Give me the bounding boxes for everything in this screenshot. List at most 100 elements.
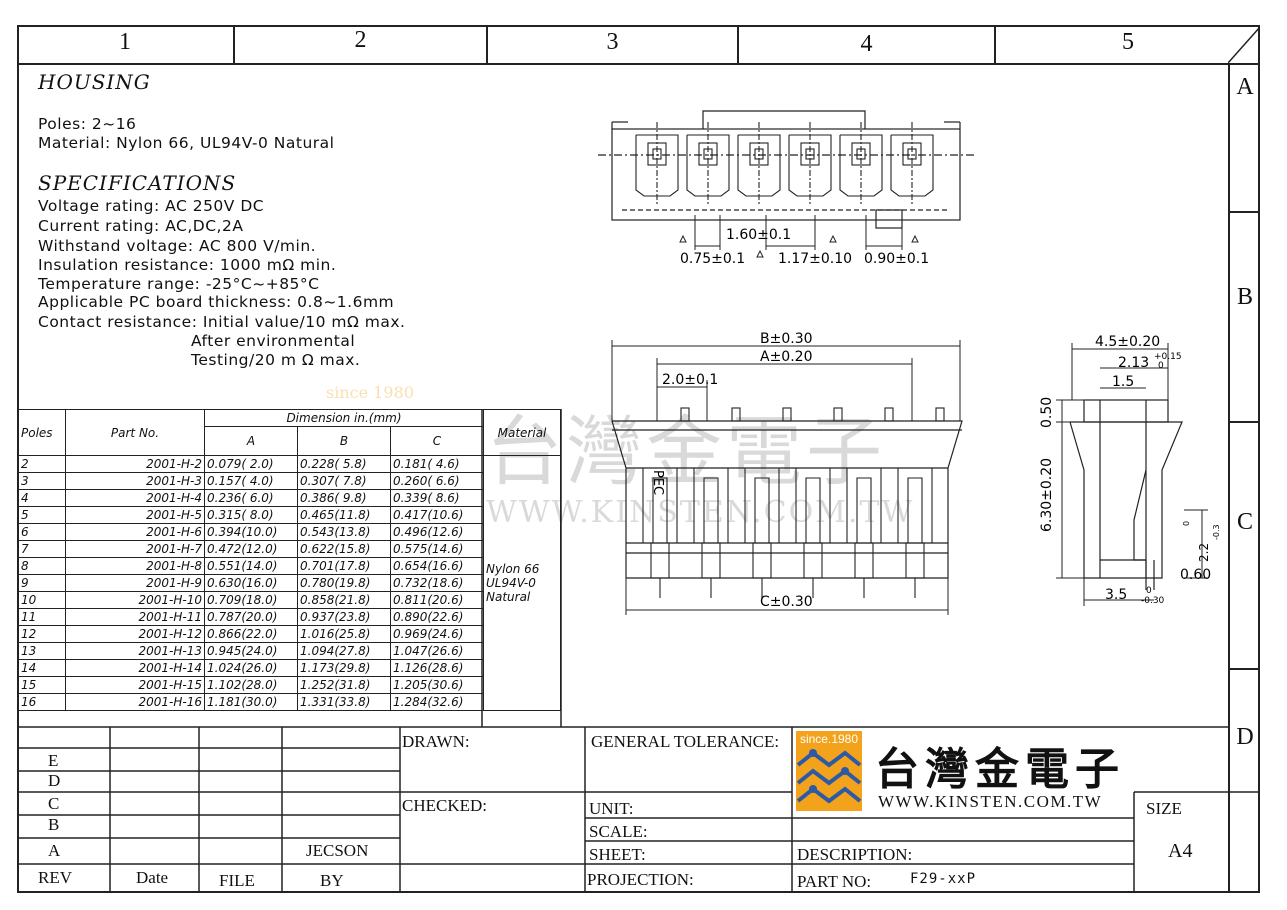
logo-emblem <box>796 747 862 811</box>
th-a: A <box>204 426 298 456</box>
zone-label-5: 5 <box>1122 29 1134 55</box>
table-cell: 0.228( 5.8) <box>297 455 391 473</box>
th-b: B <box>297 426 391 456</box>
zone-label-d: D <box>1236 724 1254 750</box>
table-cell: 0.858(21.8) <box>297 591 391 609</box>
label-description: DESCRIPTION: <box>797 845 913 864</box>
label-by: BY <box>320 871 344 890</box>
company-logo: since.1980 <box>796 731 862 811</box>
zone-label-b: B <box>1236 284 1253 310</box>
size-value: A4 <box>1168 840 1193 862</box>
table-cell: 0.181( 4.6) <box>390 455 484 473</box>
zone-label-a: A <box>1236 74 1254 100</box>
label-part-no: PART NO: <box>797 872 872 891</box>
logo-cn: 台灣金電子 <box>875 744 1125 795</box>
table-cell: 0.969(24.6) <box>390 625 484 643</box>
zone-divider <box>486 25 488 63</box>
th-part-no: Part No. <box>65 409 205 456</box>
label-size: SIZE <box>1146 799 1182 818</box>
table-cell: 2001-H-14 <box>65 659 205 677</box>
by-value: JECSON <box>306 841 369 860</box>
zone-divider <box>233 25 235 63</box>
table-cell: 0.945(24.0) <box>204 642 298 660</box>
specifications-heading: SPECIFICATIONS <box>38 171 237 195</box>
th-material: Material <box>483 409 561 456</box>
spec-after-env: After environmental <box>191 332 356 350</box>
zone-label-2: 2 <box>354 27 367 53</box>
watermark-since: since 1980 <box>326 383 414 402</box>
label-rev: REV <box>38 868 72 887</box>
label-unit: UNIT: <box>589 799 634 818</box>
zone-label-3: 3 <box>606 29 619 55</box>
table-cell: 2001-H-7 <box>65 540 205 558</box>
rev-letter-d: D <box>48 771 61 790</box>
table-cell: 1.126(28.6) <box>390 659 484 677</box>
th-poles: Poles <box>18 409 66 456</box>
rev-letter-e: E <box>48 751 59 770</box>
inner-border-top <box>17 63 1260 65</box>
zone-label-4: 4 <box>860 31 873 57</box>
label-scale: SCALE: <box>589 822 648 841</box>
spec-contact-resistance: Contact resistance: Initial value/10 mΩ … <box>38 313 406 331</box>
table-cell: 16 <box>18 693 66 711</box>
housing-heading: HOUSING <box>38 70 151 94</box>
zone-divider <box>994 25 996 63</box>
housing-material: Material: Nylon 66, UL94V-0 Natural <box>38 134 335 152</box>
spec-withstand: Withstand voltage: AC 800 V/min. <box>38 237 317 255</box>
table-cell: 1.047(26.6) <box>390 642 484 660</box>
table-cell: 0.787(20.0) <box>204 608 298 626</box>
label-file: FILE <box>219 871 255 890</box>
spec-insulation: Insulation resistance: 1000 mΩ min. <box>38 256 337 274</box>
table-cell: 1.181(30.0) <box>204 693 298 711</box>
housing-poles: Poles: 2~16 <box>38 115 137 133</box>
spec-testing: Testing/20 m Ω max. <box>191 351 361 369</box>
table-cell: 2001-H-11 <box>65 608 205 626</box>
table-cell: 0.236( 6.0) <box>204 489 298 507</box>
table-cell: 1.284(32.6) <box>390 693 484 711</box>
dimension-table: Poles Part No. Dimension in.(mm) Materia… <box>18 409 561 711</box>
logo-url: WWW.KINSTEN.COM.TW <box>878 792 1103 811</box>
spec-voltage: Voltage rating: AC 250V DC <box>38 197 265 215</box>
zone-divider <box>1228 668 1260 670</box>
zone-label-1: 1 <box>119 29 131 55</box>
th-c: C <box>390 426 484 456</box>
spec-temperature: Temperature range: -25°C~+85°C <box>38 275 320 293</box>
table-cell: 0.575(14.6) <box>390 540 484 558</box>
table-cell: 0.701(17.8) <box>297 557 391 575</box>
table-cell: 2001-H-16 <box>65 693 205 711</box>
material-line: UL94V-0 <box>486 576 536 590</box>
label-projection: PROJECTION: <box>587 870 694 889</box>
label-sheet: SHEET: <box>589 845 646 864</box>
table-cell: 2001-H-3 <box>65 472 205 490</box>
material-line: Natural <box>486 590 531 604</box>
table-cell: 10 <box>18 591 66 609</box>
table-cell: 2001-H-2 <box>65 455 205 473</box>
table-cell: 0.811(20.6) <box>390 591 484 609</box>
spec-board-thickness: Applicable PC board thickness: 0.8~1.6mm <box>38 293 395 311</box>
label-date: Date <box>136 868 169 887</box>
table-cell: 0.654(16.6) <box>390 557 484 575</box>
corner-diagonal <box>1228 26 1260 64</box>
label-checked: CHECKED: <box>402 796 487 815</box>
table-cell: 0.709(18.0) <box>204 591 298 609</box>
table-cell: 1.252(31.8) <box>297 676 391 694</box>
label-general-tolerance: GENERAL TOLERANCE: <box>591 732 780 751</box>
table-cell: 1.205(30.6) <box>390 676 484 694</box>
rev-letter-b: B <box>48 815 60 834</box>
table-cell: 0.339( 8.6) <box>390 489 484 507</box>
table-cell: 0.866(22.0) <box>204 625 298 643</box>
spec-current: Current rating: AC,DC,2A <box>38 217 244 235</box>
table-cell: 0.732(18.6) <box>390 574 484 592</box>
